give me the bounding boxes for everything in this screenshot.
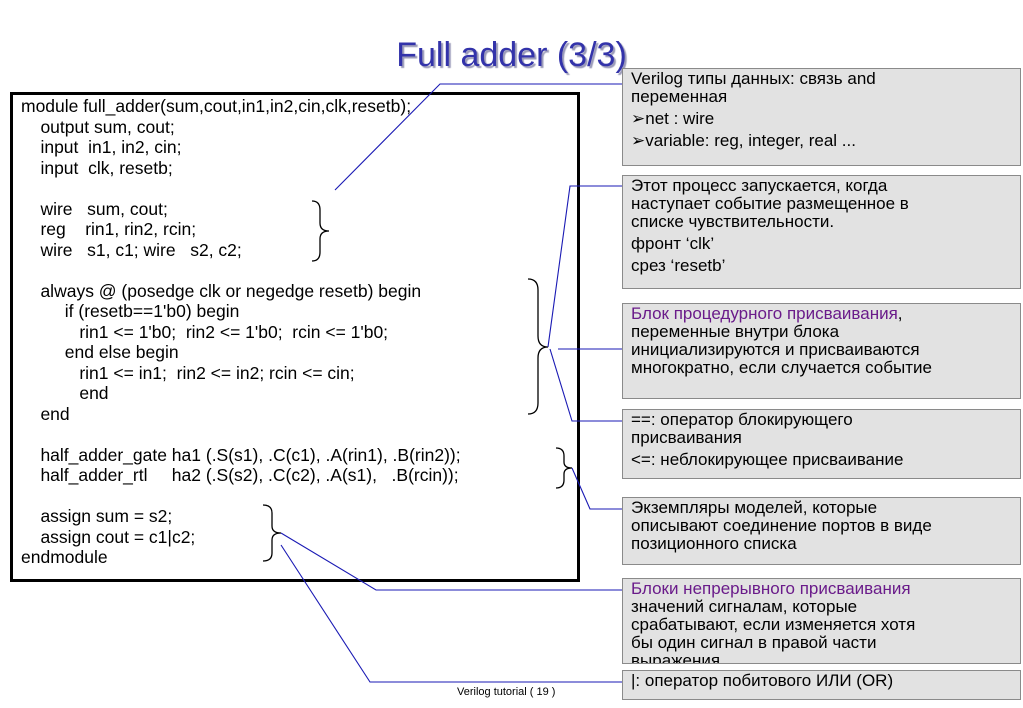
note-procedural-line3: инициализируются и присваиваются xyxy=(631,340,920,359)
note-continuous-line2: значений сигналам, которые xyxy=(631,597,858,616)
code-line: output sum, cout; xyxy=(21,116,175,137)
slide-title: Full adder (3/3) xyxy=(396,36,627,74)
note-continuous-assign: Блоки непрерывного присваивания значений… xyxy=(622,578,1021,664)
note-bitwise-or: |: оператор побитового ИЛИ (OR) xyxy=(622,670,1021,700)
note-instances-line2: описывают соединение портов в виде xyxy=(631,516,932,535)
note-instances-line3: позиционного списка xyxy=(631,534,797,553)
note-process-trigger: Этот процесс запускается, когда наступае… xyxy=(622,175,1021,289)
connector-types xyxy=(334,83,622,191)
code-box: module full_adder(sum,cout,in1,in2,cin,c… xyxy=(10,92,580,582)
note-procedural-line2: переменные внутри блока xyxy=(631,322,840,341)
code-line: reg rin1, rin2, rcin; xyxy=(21,219,197,239)
code-line: end xyxy=(21,403,70,424)
note-operators-line2: присваивания xyxy=(631,428,742,447)
connector-bitwise xyxy=(280,544,622,683)
note-process-edge1: фронт ‘clk’ xyxy=(631,234,715,253)
code-line: end else begin xyxy=(21,342,179,362)
note-instances-line1: Экземпляры моделей, которые xyxy=(631,498,878,517)
connector-process xyxy=(547,185,622,348)
code-line: if (resetb==1'b0) begin xyxy=(21,301,240,321)
note-types-net: ➢net : wire xyxy=(631,109,715,128)
note-data-types: Verilog типы данных: связь and переменна… xyxy=(622,68,1021,166)
code-line: half_adder_rtl ha2 (.S(s2), .C(c2), .A(s… xyxy=(21,465,459,485)
note-continuous-line5: выражения xyxy=(631,651,721,664)
code-line: wire sum, cout; xyxy=(21,198,168,219)
code-line: rin1 <= in1; rin2 <= in2; rcin <= cin; xyxy=(21,362,355,383)
note-continuous-highlight: Блоки непрерывного присваивания xyxy=(631,579,911,598)
note-types-line1: Verilog типы данных: связь and xyxy=(631,69,876,88)
note-operators-line1: ==: оператор блокирующего xyxy=(631,410,853,429)
code-line: end xyxy=(21,383,109,403)
note-procedural-block: Блок процедурного присваивания, переменн… xyxy=(622,303,1021,399)
brace-declarations xyxy=(311,200,330,262)
note-process-line3: списке чувствительности. xyxy=(631,212,835,231)
code-listing: module full_adder(sum,cout,in1,in2,cin,c… xyxy=(21,96,461,568)
note-process-line2: наступает событие размещенное в xyxy=(631,194,909,213)
note-continuous-line3: срабатывают, если изменяется хотя xyxy=(631,615,916,634)
code-line: wire s1, c1; wire s2, c2; xyxy=(21,239,242,260)
slide-footer: Verilog tutorial ( 19 ) xyxy=(457,686,556,698)
note-types-variable: ➢variable: reg, integer, real ... xyxy=(631,131,856,150)
code-line: endmodule xyxy=(21,547,108,567)
connector-instances xyxy=(571,467,622,510)
note-process-line1: Этот процесс запускается, когда xyxy=(631,176,888,195)
brace-always-block xyxy=(527,278,549,415)
connector-operators xyxy=(549,348,622,422)
code-line: input clk, resetb; xyxy=(21,157,173,178)
code-line: rin1 <= 1'b0; rin2 <= 1'b0; rcin <= 1'b0… xyxy=(21,321,389,342)
brace-assign xyxy=(262,504,282,562)
note-continuous-line4: бы один сигнал в правой части xyxy=(631,633,877,652)
note-process-edge2: срез ‘resetb’ xyxy=(631,256,726,275)
note-procedural-highlight: Блок процедурного присваивания xyxy=(631,304,898,323)
code-line: input in1, in2, cin; xyxy=(21,137,182,157)
note-operators-line3: <=: неблокирующее присваивание xyxy=(631,450,904,469)
code-line: assign sum = s2; xyxy=(21,506,173,526)
code-line: always @ (posedge clk or negedge resetb)… xyxy=(21,280,422,301)
note-bitwise-line1: |: оператор побитового ИЛИ (OR) xyxy=(631,671,894,690)
code-line: assign cout = c1|c2; xyxy=(21,526,196,547)
note-procedural-line4: многократно, если случается событие xyxy=(631,358,932,377)
note-types-line2: переменная xyxy=(631,87,728,106)
note-operators: ==: оператор блокирующего присваивания <… xyxy=(622,409,1021,479)
note-procedural-comma: , xyxy=(897,304,903,323)
code-line: half_adder_gate ha1 (.S(s1), .C(c1), .A(… xyxy=(21,444,461,465)
note-instances: Экземпляры моделей, которые описывают со… xyxy=(622,497,1021,565)
connector-continuous xyxy=(280,532,622,591)
code-line: module full_adder(sum,cout,in1,in2,cin,c… xyxy=(21,96,412,116)
brace-instances xyxy=(555,447,573,489)
